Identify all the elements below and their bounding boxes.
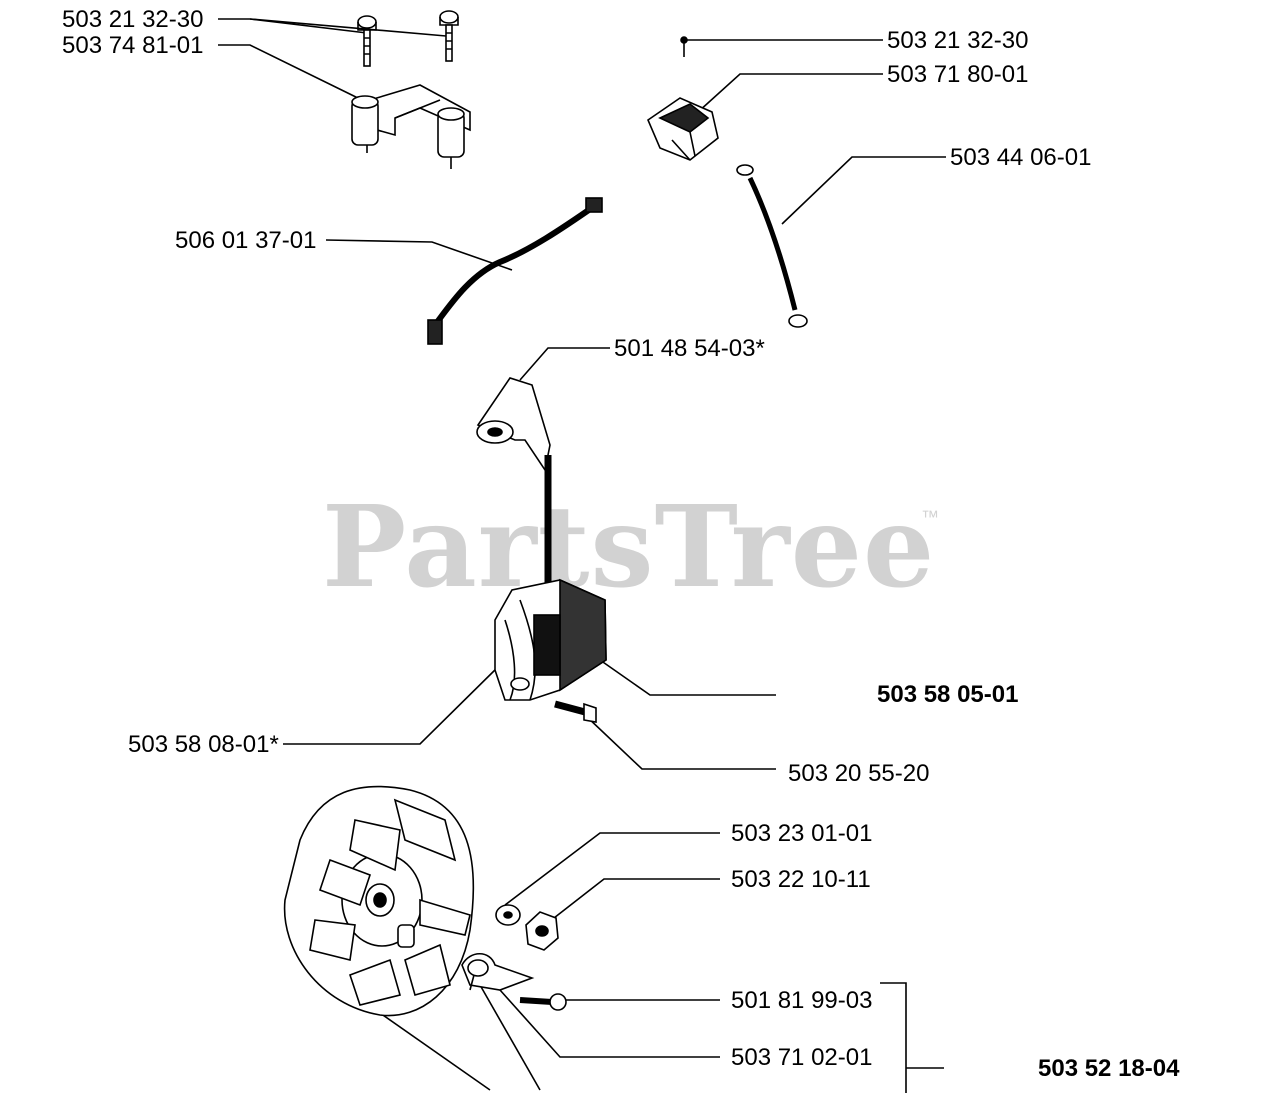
coil-drawing bbox=[494, 578, 607, 701]
label-wire: 506 01 37-01 bbox=[175, 227, 317, 254]
wire-drawing bbox=[427, 197, 603, 345]
label-short-lead: 503 44 06-01 bbox=[950, 144, 1092, 171]
screw-left-drawing bbox=[357, 15, 377, 67]
flywheel-drawing bbox=[283, 785, 475, 1017]
label-pawl-screw: 501 81 99-03 bbox=[731, 987, 873, 1014]
screw-right-drawing bbox=[439, 10, 459, 62]
watermark-trademark: ™ bbox=[921, 507, 939, 527]
label-coil-screw: 503 20 55-20 bbox=[788, 760, 930, 787]
label-washer: 503 23 01-01 bbox=[731, 820, 873, 847]
coil-screw-drawing bbox=[554, 700, 597, 723]
label-screw-top-left: 503 21 32-30 bbox=[62, 6, 204, 33]
label-coil: 503 58 08-01* bbox=[128, 731, 279, 758]
label-pawl: 503 71 02-01 bbox=[731, 1044, 873, 1071]
label-spark-cap: 501 48 54-03* bbox=[614, 335, 765, 362]
nut-drawing bbox=[525, 911, 559, 951]
label-screw-top-right: 503 21 32-30 bbox=[887, 27, 1029, 54]
label-switch: 503 71 80-01 bbox=[887, 61, 1029, 88]
label-coil-assembly: 503 58 05-01 bbox=[877, 681, 1019, 708]
label-flywheel-assembly: 503 52 18-04 bbox=[1038, 1055, 1180, 1082]
short-lead-drawing bbox=[736, 164, 808, 328]
spark-cap-drawing bbox=[476, 377, 552, 600]
switch-drawing bbox=[647, 36, 719, 161]
label-nut: 503 22 10-11 bbox=[731, 866, 871, 893]
pawl-screw-drawing bbox=[519, 993, 567, 1011]
watermark-logo: PartsTree bbox=[322, 482, 936, 613]
label-bracket: 503 74 81-01 bbox=[62, 32, 204, 59]
pawl-drawing bbox=[461, 952, 535, 991]
washer-drawing bbox=[495, 904, 521, 926]
bracket-drawing bbox=[351, 84, 471, 169]
